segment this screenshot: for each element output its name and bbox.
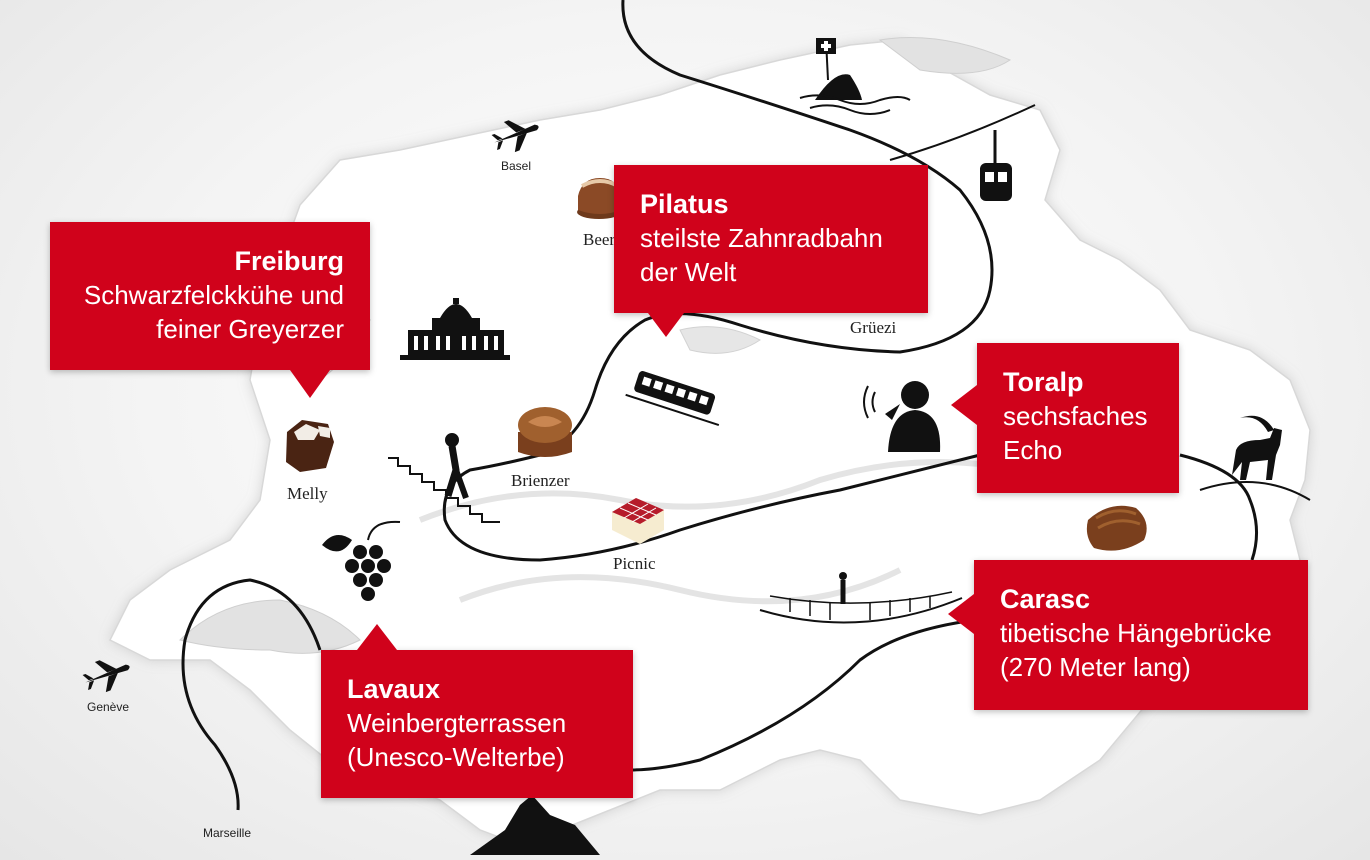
ibex-icon [1199, 415, 1311, 501]
callout-tail [648, 313, 684, 337]
chocolate-carasc [1086, 505, 1147, 551]
route-north [442, 0, 994, 562]
callout-carasc-desc-line2: (270 Meter lang) [1000, 652, 1191, 682]
callout-pilatus-desc-line1: steilste Zahnradbahn [640, 223, 883, 253]
callout-toralp[interactable]: Toralp sechsfaches Echo [951, 343, 1179, 493]
callout-carasc-desc-line1: tibetische Hängebrücke [1000, 618, 1272, 648]
airplane-icon-geneve [82, 660, 130, 693]
callout-pilatus-title: Pilatus [640, 189, 729, 219]
place-label-beer: Beer [583, 230, 616, 249]
callout-freiburg-title: Freiburg [234, 246, 344, 276]
route-east [1179, 453, 1258, 561]
callout-lavaux-title: Lavaux [347, 674, 441, 704]
callout-pilatus[interactable]: Pilatus steilste Zahnradbahn der Welt [614, 165, 928, 337]
callout-pilatus-desc-line2: der Welt [640, 257, 737, 287]
route-south [629, 618, 976, 772]
lake-lucerne [679, 326, 761, 354]
callout-carasc-title: Carasc [1000, 584, 1091, 614]
swiss-flag-island-icon [799, 38, 911, 115]
cogwheel-train-icon [625, 371, 720, 427]
callout-tail [357, 624, 397, 650]
matterhorn-icon [470, 795, 600, 855]
callout-lavaux[interactable]: Lavaux Weinbergterrassen (Unesco-Welterb… [321, 624, 633, 798]
callout-tail [290, 370, 330, 398]
callout-carasc[interactable]: Carasc tibetische Hängebrücke (270 Meter… [948, 560, 1308, 710]
chocolate-brienzer [518, 407, 572, 457]
place-label-brienzer: Brienzer [511, 471, 570, 490]
chocolate-melly [286, 420, 334, 472]
callout-freiburg[interactable]: Freiburg Schwarzfelckkühe und feiner Gre… [50, 222, 370, 398]
lake-constance [878, 37, 1012, 74]
callout-freiburg-desc-line1: Schwarzfelckkühe und [83, 280, 344, 310]
grapes-icon [322, 520, 401, 601]
place-label-gruezi: Grüezi [850, 318, 897, 337]
callout-toralp-desc-line2: Echo [1003, 435, 1063, 465]
stairs-climber-icon [388, 433, 500, 523]
chocolate-beer [577, 178, 621, 219]
callout-lavaux-desc-line1: Weinbergterrassen [347, 708, 567, 738]
place-label-melly: Melly [287, 484, 328, 503]
callout-tail [948, 594, 974, 634]
city-label-basel: Basel [501, 159, 532, 173]
city-label-geneve: Genève [87, 700, 130, 714]
airplane-icon-basel [491, 120, 539, 153]
chocolate-picnic [612, 498, 664, 544]
place-label-picnic: Picnic [613, 554, 656, 573]
cable-car-icon [980, 130, 1012, 201]
shouting-person-icon [863, 381, 941, 452]
alps-terrain [418, 459, 1021, 605]
callout-lavaux-desc-line2: (Unesco-Welterbe) [347, 742, 565, 772]
callout-toralp-desc-line1: sechsfaches [1003, 401, 1148, 431]
route-west [181, 578, 322, 811]
suspension-bridge-icon [759, 572, 963, 624]
callout-toralp-title: Toralp [1003, 367, 1084, 397]
city-label-marseille: Marseille [203, 826, 252, 840]
callout-tail [951, 385, 977, 425]
route-cablecar [889, 104, 1036, 161]
callout-freiburg-desc-line2: feiner Greyerzer [156, 314, 344, 344]
parliament-building-icon [400, 298, 510, 360]
